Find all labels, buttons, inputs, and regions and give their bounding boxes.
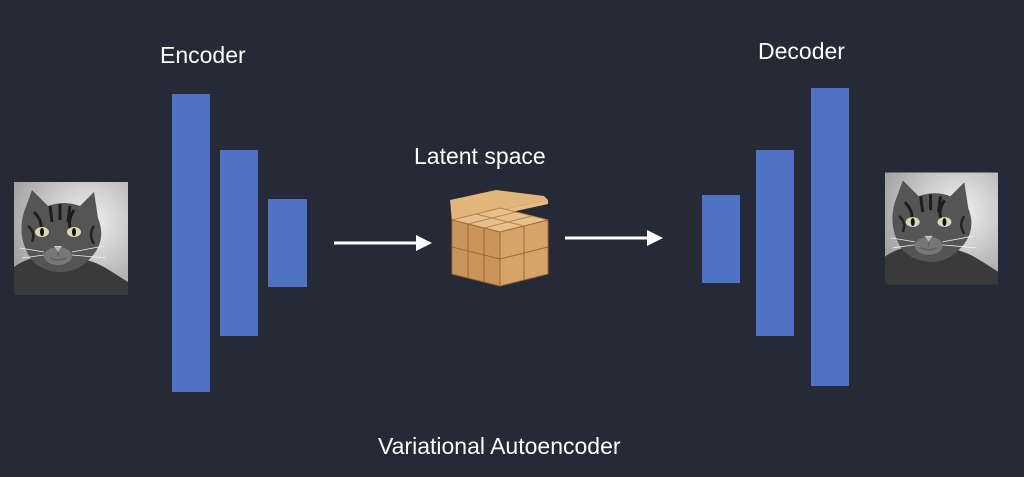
input-cat-image — [14, 182, 128, 295]
latent-cube — [450, 190, 550, 290]
latent-space-label: Latent space — [414, 143, 546, 169]
decoder-layer-3 — [811, 88, 849, 386]
cube-block-icon — [450, 190, 549, 287]
encoder-label: Encoder — [160, 42, 246, 68]
arrow-to-decoder-icon — [565, 230, 663, 246]
decoder-layer-2 — [756, 150, 794, 336]
decoder-layer-1 — [702, 195, 740, 283]
output-cat-image — [885, 172, 998, 285]
arrow-to-latent-icon — [334, 235, 432, 251]
decoder-label: Decoder — [758, 38, 845, 64]
diagram-title: Variational Autoencoder — [378, 433, 621, 459]
encoder-layer-3 — [268, 199, 307, 287]
cat-photo-icon — [885, 172, 998, 285]
encoder-layer-1 — [172, 94, 210, 392]
encoder-layer-2 — [220, 150, 258, 336]
cat-photo-icon — [14, 182, 128, 295]
